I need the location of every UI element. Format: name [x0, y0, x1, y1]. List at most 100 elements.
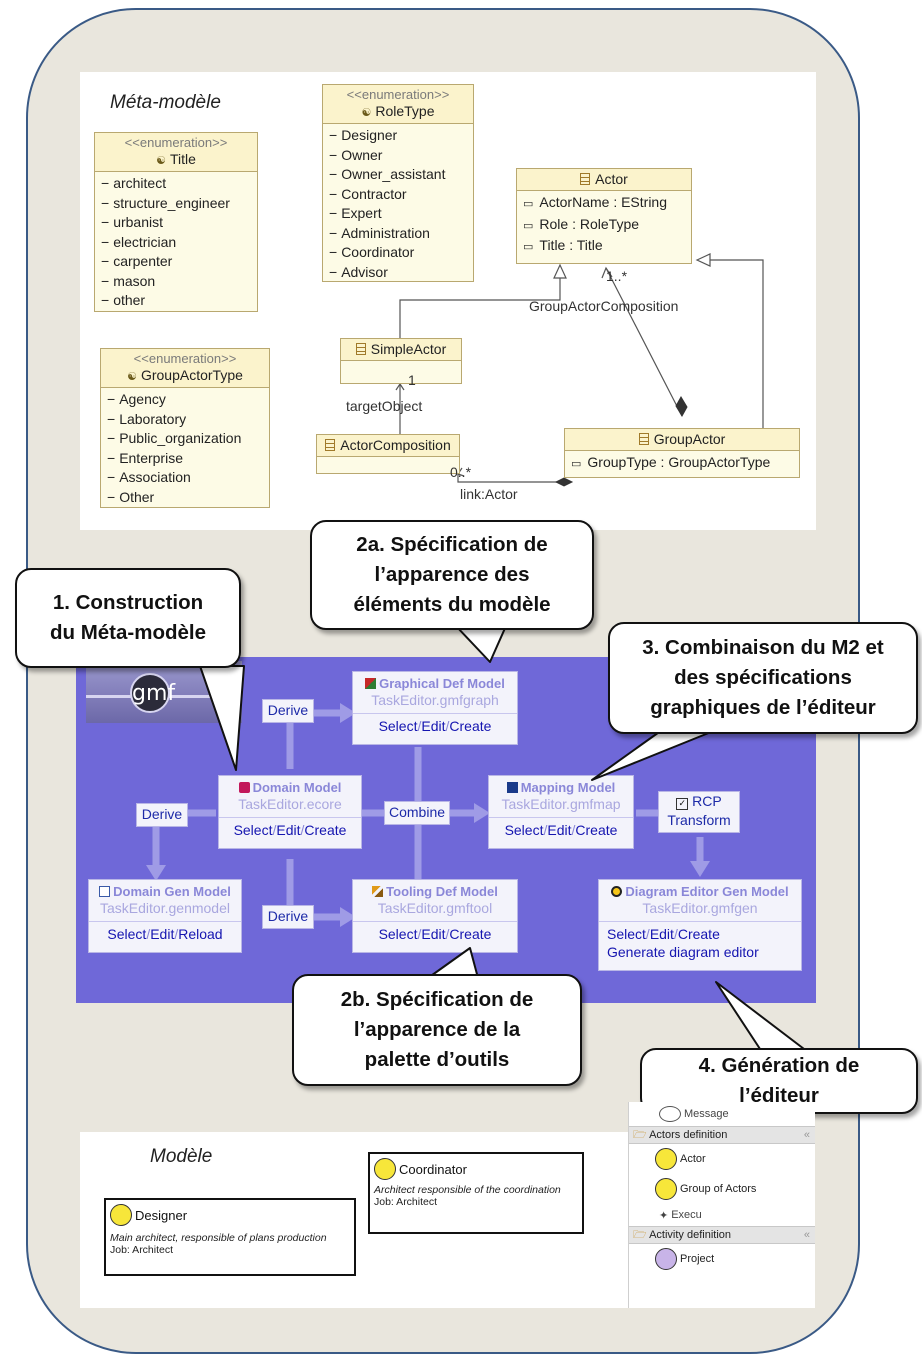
enum-literal: mason: [101, 272, 257, 292]
enumeration-icon: ☯: [361, 107, 372, 119]
tooling-def-model-box: Tooling Def Model TaskEditor.gmftool Sel…: [352, 879, 518, 953]
user-icon: [110, 1204, 132, 1226]
rcp-label: RCP: [692, 793, 722, 809]
attribute: GroupType : GroupActorType: [571, 453, 799, 475]
attribute: Role : RoleType: [523, 215, 691, 237]
class-icon: [355, 343, 366, 355]
association-label: targetObject: [346, 398, 423, 414]
enum-literal: urbanist: [101, 213, 257, 233]
callout-line: palette d’outils: [364, 1048, 510, 1071]
reload-link[interactable]: Reload: [178, 926, 223, 942]
select-link[interactable]: Select: [107, 926, 147, 942]
coordinator-node[interactable]: Coordinator Architect responsible of the…: [368, 1152, 584, 1234]
edit-link[interactable]: Edit: [649, 926, 674, 942]
enum-literal: architect: [101, 174, 257, 194]
palette-item-actor[interactable]: Actor: [629, 1144, 815, 1174]
model-file: TaskEditor.ecore: [238, 796, 342, 812]
create-link[interactable]: Create: [575, 822, 618, 838]
multiplicity-label: 0..*: [450, 464, 472, 480]
enum-literal: Owner: [329, 146, 473, 166]
callout-line: graphiques de l’éditeur: [650, 696, 876, 719]
simpleactor-class[interactable]: SimpleActor: [340, 338, 462, 384]
gmf-logo-circle: [130, 673, 170, 713]
enum-literal: Agency: [107, 390, 269, 410]
class-name: ActorComposition: [340, 437, 451, 453]
derive-button-left[interactable]: Derive: [136, 803, 188, 827]
model-file: TaskEditor.gmfgraph: [371, 692, 499, 708]
palette-item-exec[interactable]: ✦Execu: [659, 1209, 702, 1222]
edit-link[interactable]: Edit: [276, 822, 301, 838]
callout-line: 3. Combinaison du M2 et: [642, 636, 884, 659]
enum-literal: structure_engineer: [101, 194, 257, 214]
enumeration-icon: ☯: [127, 371, 137, 383]
stereotype-label: <<enumeration>>: [346, 87, 450, 102]
enum-literal: Administration: [329, 224, 473, 244]
create-link[interactable]: Create: [449, 718, 492, 734]
model-heading: Modèle: [150, 1146, 213, 1167]
callout-line: 4. Génération de: [698, 1054, 860, 1077]
enum-literal: Contractor: [329, 185, 473, 205]
enum-literal: Enterprise: [107, 449, 269, 469]
actor-class[interactable]: Actor ActorName : EString Role : RoleTyp…: [516, 168, 692, 264]
edit-link[interactable]: Edit: [421, 926, 446, 942]
tool-palette: Message 🗁 Actors definition« Actor Group…: [628, 1102, 815, 1308]
callout-line: 1. Construction: [52, 591, 204, 614]
palette-item-project[interactable]: Project: [629, 1244, 815, 1274]
select-link[interactable]: Select: [607, 926, 646, 942]
class-icon: [580, 173, 591, 185]
class-name: GroupActor: [653, 431, 726, 447]
roletype-enum-class[interactable]: <<enumeration>>☯RoleType Designer Owner …: [322, 84, 474, 282]
groupactor-class[interactable]: GroupActor GroupType : GroupActorType: [564, 428, 800, 478]
select-link[interactable]: Select: [378, 926, 418, 942]
collapse-icon[interactable]: «: [803, 1129, 810, 1141]
radiation-icon: [611, 886, 623, 897]
actorcomposition-class[interactable]: ActorComposition: [316, 434, 460, 474]
collapse-icon[interactable]: «: [803, 1229, 810, 1241]
model-file: TaskEditor.genmodel: [100, 900, 230, 916]
model-file: TaskEditor.gmfgen: [642, 900, 758, 916]
edit-link[interactable]: Edit: [150, 926, 175, 942]
gmf-logo-text: gmf: [132, 681, 176, 706]
select-link[interactable]: Select: [378, 718, 418, 734]
model-title: Graphical Def Model: [379, 676, 505, 691]
gmf-dashboard: gmf Graphical Def Model TaskEditor.gmfgr…: [76, 657, 816, 1003]
derive-button-bottom[interactable]: Derive: [262, 905, 314, 929]
select-link[interactable]: Select: [504, 822, 544, 838]
groupactortype-enum-class[interactable]: <<enumeration>>☯GroupActorType Agency La…: [100, 348, 270, 508]
rcp-checkbox-icon[interactable]: ✓: [676, 798, 689, 810]
model-title: Domain Gen Model: [113, 884, 231, 899]
create-link[interactable]: Create: [304, 822, 347, 838]
callout-line: l’apparence des: [374, 563, 530, 586]
combine-button[interactable]: Combine: [384, 801, 450, 825]
create-link[interactable]: Create: [449, 926, 492, 942]
uml-connectors: [395, 253, 764, 487]
message-icon: [659, 1106, 681, 1122]
graphical-def-icon: [365, 678, 377, 689]
create-link[interactable]: Create: [677, 926, 720, 942]
node-job: Job: Architect: [110, 1244, 174, 1256]
palette-item-message[interactable]: Message: [629, 1102, 815, 1126]
node-name: Coordinator: [399, 1161, 467, 1177]
callout-apparence-elements: 2a. Spécification de l’apparence des élé…: [310, 520, 594, 630]
callout-line: des spécifications: [674, 666, 852, 689]
stereotype-label: <<enumeration>>: [124, 135, 228, 150]
rcp-transform-button[interactable]: ✓ RCP Transform: [658, 791, 740, 833]
callout-line: l’éditeur: [739, 1084, 819, 1107]
edit-link[interactable]: Edit: [421, 718, 446, 734]
edit-link[interactable]: Edit: [547, 822, 572, 838]
palette-item-group[interactable]: Group of Actors: [629, 1174, 815, 1204]
node-name: Designer: [135, 1207, 188, 1223]
enum-literal: Owner_assistant: [329, 165, 473, 185]
transform-label: Transform: [667, 812, 731, 828]
mapping-model-box: Mapping Model TaskEditor.gmfmap Select/E…: [488, 775, 634, 849]
title-enum-class[interactable]: <<enumeration>>☯Title architect structur…: [94, 132, 258, 312]
class-name: Actor: [595, 171, 628, 187]
domain-model-icon: [238, 782, 250, 793]
generate-diagram-editor-link[interactable]: Generate diagram editor: [607, 944, 759, 960]
derive-button-top[interactable]: Derive: [262, 699, 314, 723]
folder-icon: 🗁: [633, 1229, 647, 1241]
palette-section-activity[interactable]: 🗁 Activity definition«: [629, 1226, 815, 1244]
select-link[interactable]: Select: [233, 822, 273, 838]
palette-section-actors[interactable]: 🗁 Actors definition«: [629, 1126, 815, 1144]
designer-node[interactable]: Designer Main architect, responsible of …: [104, 1198, 356, 1276]
